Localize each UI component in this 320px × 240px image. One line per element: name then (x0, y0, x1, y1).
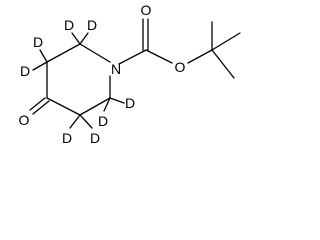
bond-n1-carbonyl (118, 49, 147, 65)
atom-d-a: D (64, 17, 74, 33)
bond-c5-d-left (69, 114, 81, 129)
atom-o-ester: O (175, 59, 186, 75)
bond-oester-cq (187, 49, 213, 64)
atom-o-ketone: O (19, 112, 30, 128)
atom-d-f: D (98, 113, 108, 129)
atom-d-c: D (33, 34, 43, 50)
bond-c2-n1 (79, 43, 111, 63)
bond-carbonyl-oester (145, 49, 173, 64)
bond-cq-me3 (211, 49, 235, 79)
atom-d-b: D (87, 17, 97, 33)
bond-c6-d-down (103, 97, 111, 112)
atom-o-carbonyl: O (141, 2, 152, 18)
atom-d-d: D (20, 63, 30, 79)
bond-c3-d-left (32, 61, 48, 71)
bond-c5-d-right (79, 114, 93, 129)
structure-diagram: N O O O D D D D D D D D (19, 2, 241, 146)
atom-d-g: D (62, 130, 72, 146)
bond-ketone-double-2 (32, 100, 50, 115)
bond-c6-c5 (79, 97, 111, 116)
bond-c3-d-up (39, 49, 48, 63)
bond-ketone-double-1 (29, 97, 46, 111)
bond-c5-c4 (46, 97, 81, 116)
bond-c2-d-right (79, 32, 89, 45)
atom-n1: N (111, 61, 121, 77)
bond-cq-me2 (211, 32, 241, 51)
atom-d-e: D (125, 95, 135, 111)
atom-d-h: D (90, 130, 100, 146)
bond-c2-d-left (71, 32, 81, 45)
bond-c3-c2 (46, 43, 81, 63)
bond-c6-d-right (109, 97, 125, 104)
